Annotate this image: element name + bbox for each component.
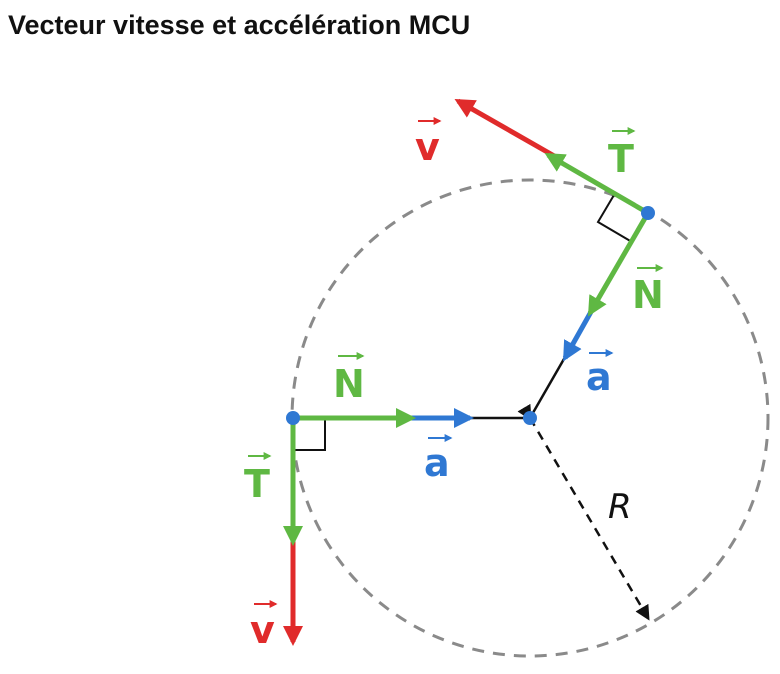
label-radius: R: [608, 487, 632, 527]
label-group-normal-left: N: [333, 352, 365, 406]
label-acceleration-left: a: [424, 441, 450, 485]
acceleration-vector-top: [562, 308, 595, 362]
label-normal-top: N: [632, 273, 664, 317]
radius-r-arrow: [517, 403, 650, 621]
center-point: [523, 411, 537, 425]
label-velocity-left: v: [250, 608, 275, 652]
point-top: [641, 206, 655, 220]
label-group-acceleration-top: a: [586, 349, 614, 399]
label-group-acceleration-left: a: [424, 434, 453, 485]
page-title: Vecteur vitesse et accélération MCU: [8, 10, 471, 40]
label-normal-left: N: [333, 362, 365, 406]
label-acceleration-top: a: [586, 355, 612, 399]
trajectory-circle: [290, 178, 770, 658]
label-velocity-top: v: [415, 125, 440, 169]
right-angle-mark-top: [596, 194, 633, 243]
label-tangent-left: T: [244, 462, 270, 506]
velocity-vector-top: [454, 98, 558, 160]
point-left: [286, 411, 300, 425]
label-group-velocity-top: v: [415, 117, 442, 169]
tangent-vector-top: [544, 152, 650, 216]
label-group-normal-top: N: [632, 264, 664, 317]
normal-vector-top: [587, 211, 651, 317]
label-group-velocity-left: v: [250, 600, 278, 652]
label-group-tangent-left: T: [244, 452, 272, 506]
label-tangent-top: T: [608, 137, 634, 181]
right-angle-mark-left: [293, 418, 326, 451]
label-group-tangent-top: T: [608, 127, 636, 181]
